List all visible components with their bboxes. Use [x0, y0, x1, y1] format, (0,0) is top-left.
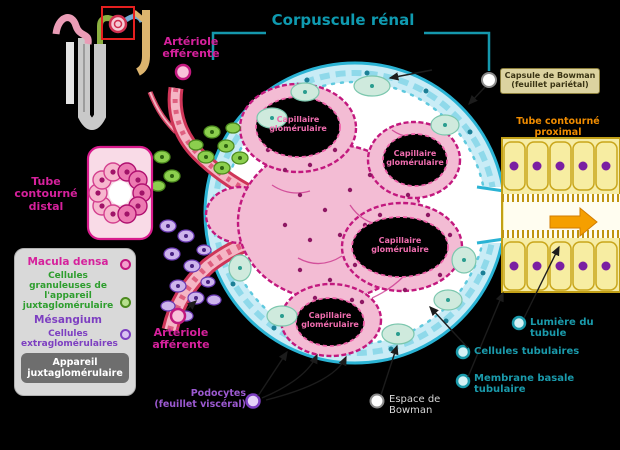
bowman-space-label: Espace de Bowman [389, 394, 441, 417]
efferent-marker [174, 63, 192, 81]
afferent-arteriole-label: Artériole afférente [152, 326, 210, 352]
efferent-arteriole-vessel [167, 86, 258, 201]
tubule-cells-label: Cellules tubulaires [474, 346, 580, 357]
granular-cell-nuclei [160, 130, 242, 178]
granular-cells-dot [120, 297, 131, 308]
tubule-cell-nuclei [509, 161, 611, 271]
glomerular-capillary-label: Capillaire glomérulaire [371, 236, 429, 254]
glomerular-capillary-label: Capillaire glomérulaire [269, 115, 327, 133]
tubule-lumen-label: Lumière du tubule [530, 317, 594, 340]
capsule-marker [481, 72, 497, 88]
distal-tubule-label: Tube contourné distal [14, 175, 78, 213]
title-bracket [211, 31, 491, 71]
nephron-minimap [52, 6, 178, 134]
legend-footer: Appareil juxtaglomérulaire [21, 353, 129, 383]
podocyte-marker [245, 393, 261, 409]
legend-granular-cells: Cellules granuleuses de l'appareil juxta… [22, 271, 114, 311]
flow-arrow [549, 206, 598, 238]
lumen-marker [511, 315, 527, 331]
tubule-basement-membrane-label: Membrane basale tubulaire [474, 373, 575, 396]
tubule-cells-marker [455, 344, 471, 360]
tuft-cell-nuclei [265, 147, 453, 305]
glomerular-capillary-label: Capillaire glomérulaire [386, 149, 444, 167]
leader-arrows [185, 69, 560, 401]
afferent-marker [169, 307, 187, 325]
podocyte-nuclei [238, 84, 466, 336]
proximal-tubule [501, 137, 620, 293]
legend-macula-densa: Macula densa [27, 256, 109, 268]
mesangium-dot [120, 329, 131, 340]
distal-tubule-section [86, 145, 154, 241]
mesangial-cell-nuclei [166, 224, 210, 300]
glomerular-capillary-label: Capillaire glomérulaire [301, 311, 359, 329]
diagram-title: Corpuscule rénal [271, 11, 415, 29]
basement-membrane-marker [455, 373, 471, 389]
legend-extraglomerular-cells: Cellules extraglomérulaires [21, 329, 118, 349]
proximal-tubule-label: Tube contourné proximal [516, 116, 600, 138]
corpuscle-highlight-box [101, 6, 135, 40]
podocytes-label: Podocytes (feuillet viscéral) [154, 388, 246, 410]
bowman-space-marker [369, 393, 385, 409]
callout-markers [169, 63, 527, 409]
macula-densa-dot [120, 259, 131, 270]
efferent-arteriole-label: Artériole efférente [162, 35, 220, 61]
legend-mesangium: Mésangium [34, 314, 102, 326]
bowman-capsule-label: Capsule de Bowman (feuillet pariétal) [500, 68, 600, 94]
capillary-lumens [255, 96, 449, 347]
juxtaglomerular-legend: Macula densa Cellules granuleuses de l'a… [14, 248, 136, 396]
